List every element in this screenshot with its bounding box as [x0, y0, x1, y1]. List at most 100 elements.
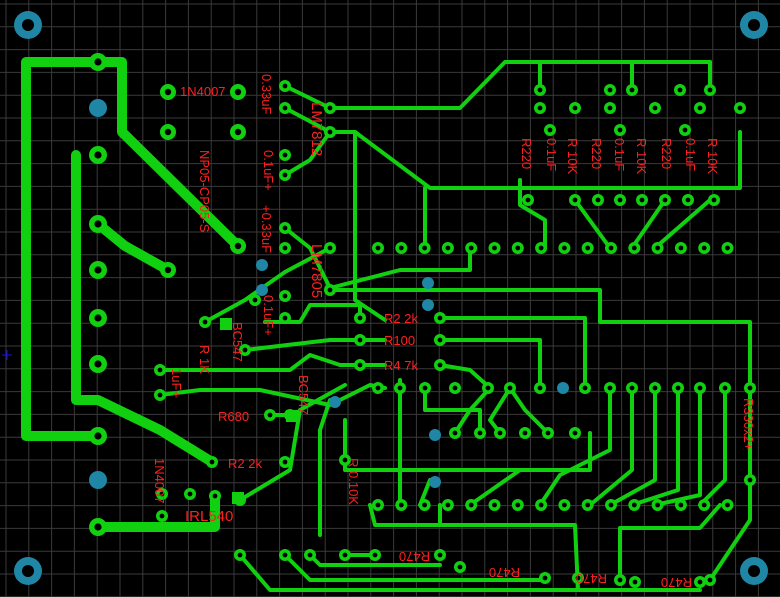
pad-hole — [242, 347, 248, 353]
vias — [89, 99, 569, 489]
pad-hole — [631, 245, 637, 251]
pad-hole — [164, 88, 172, 96]
pad-hole — [282, 83, 288, 89]
mount-hole-top-right — [740, 11, 768, 39]
pad-hole — [617, 127, 623, 133]
pad-hole — [187, 491, 193, 497]
pad-hole — [725, 502, 730, 508]
pad-hole — [327, 129, 333, 135]
label-c2: 0.1uF+ — [261, 150, 276, 191]
pad-hole — [159, 513, 165, 519]
pad-hole — [562, 502, 567, 508]
pad-hole — [282, 293, 288, 299]
pad-hole — [685, 197, 691, 203]
pad-hole — [282, 152, 288, 158]
pad-hole — [375, 385, 381, 391]
pad-hole — [342, 552, 348, 558]
signal-traces — [158, 60, 752, 592]
pad-hole — [575, 575, 581, 581]
label-c-1uf: 1uF+ — [169, 368, 184, 398]
label-r470-3: R470 — [576, 571, 607, 586]
square-pad — [286, 410, 298, 422]
pad-hole — [437, 315, 443, 321]
pad-hole — [437, 552, 443, 558]
label-r470-1: R470 — [399, 549, 430, 564]
pad-hole — [94, 220, 102, 228]
pad-hole — [725, 245, 730, 251]
label-r2: R 10K — [565, 138, 580, 174]
pads — [89, 53, 756, 588]
pad-hole — [711, 197, 717, 203]
pad-hole — [678, 502, 684, 508]
via — [429, 476, 441, 488]
pad-hole — [437, 362, 443, 368]
label-r5: R 10K — [705, 138, 720, 174]
label-r2k-low: R2 2k — [228, 456, 262, 471]
pad-hole — [372, 552, 378, 558]
pad-hole — [655, 245, 660, 251]
via — [422, 277, 434, 289]
pad-hole — [159, 491, 165, 497]
pad-hole — [507, 385, 513, 391]
pad-hole — [422, 245, 427, 251]
mount-hole-top-left — [14, 11, 42, 39]
pad-hole — [677, 87, 683, 93]
label-reg1: LM7812 — [308, 102, 325, 156]
pad-hole — [164, 128, 172, 136]
pad-hole — [94, 432, 102, 440]
pad-hole — [617, 577, 623, 583]
pad-hole — [607, 105, 613, 111]
pad-hole — [722, 385, 728, 391]
pad-hole — [234, 128, 242, 136]
pad-hole — [234, 88, 242, 96]
pad-hole — [457, 564, 463, 570]
label-r100: R100 — [384, 333, 415, 348]
pad-hole — [357, 315, 363, 321]
pad-hole — [209, 459, 215, 465]
label-r2k-top: R2 2k — [384, 311, 418, 326]
pad-hole — [397, 385, 403, 391]
pad-hole — [452, 385, 458, 391]
label-bc1: BC547 — [230, 322, 245, 362]
pad-hole — [675, 385, 681, 391]
pad-hole — [682, 127, 688, 133]
pad-hole — [545, 430, 551, 436]
pad-hole — [585, 502, 591, 508]
pad-hole — [252, 297, 258, 303]
mount-hole-bottom-right — [740, 557, 768, 585]
pad-hole — [547, 127, 553, 133]
pad-hole — [468, 245, 474, 251]
pad-hole — [282, 315, 288, 321]
pad-hole — [327, 245, 333, 251]
pad-hole — [707, 87, 713, 93]
pad-hole — [234, 242, 242, 250]
pad-hole — [515, 502, 521, 508]
mount-hole-bottom-left — [14, 557, 42, 585]
via — [89, 471, 107, 489]
pad-hole — [497, 430, 503, 436]
pad-hole — [485, 385, 491, 391]
pad-hole — [595, 197, 601, 203]
pad-hole — [237, 552, 243, 558]
pad-hole — [747, 385, 753, 391]
pad-hole — [585, 245, 591, 251]
pad-hole — [327, 105, 333, 111]
pad-hole — [375, 502, 381, 508]
label-c3: +0.33uF — [259, 205, 274, 253]
pad-hole — [701, 245, 707, 251]
pad-hole — [477, 430, 483, 436]
via — [557, 382, 569, 394]
pad-hole — [522, 430, 528, 436]
pad-hole — [572, 105, 578, 111]
pad-hole — [537, 385, 543, 391]
label-r470-4: R470 — [661, 575, 692, 590]
pad-hole — [468, 502, 474, 508]
pad-hole — [422, 502, 427, 508]
via — [422, 299, 434, 311]
label-bc2: BC547 — [296, 375, 311, 415]
power-trace-2 — [71, 150, 217, 467]
pad-hole — [282, 245, 288, 251]
pad-hole — [537, 105, 543, 111]
pad-hole — [375, 245, 381, 251]
pad-hole — [655, 502, 660, 508]
